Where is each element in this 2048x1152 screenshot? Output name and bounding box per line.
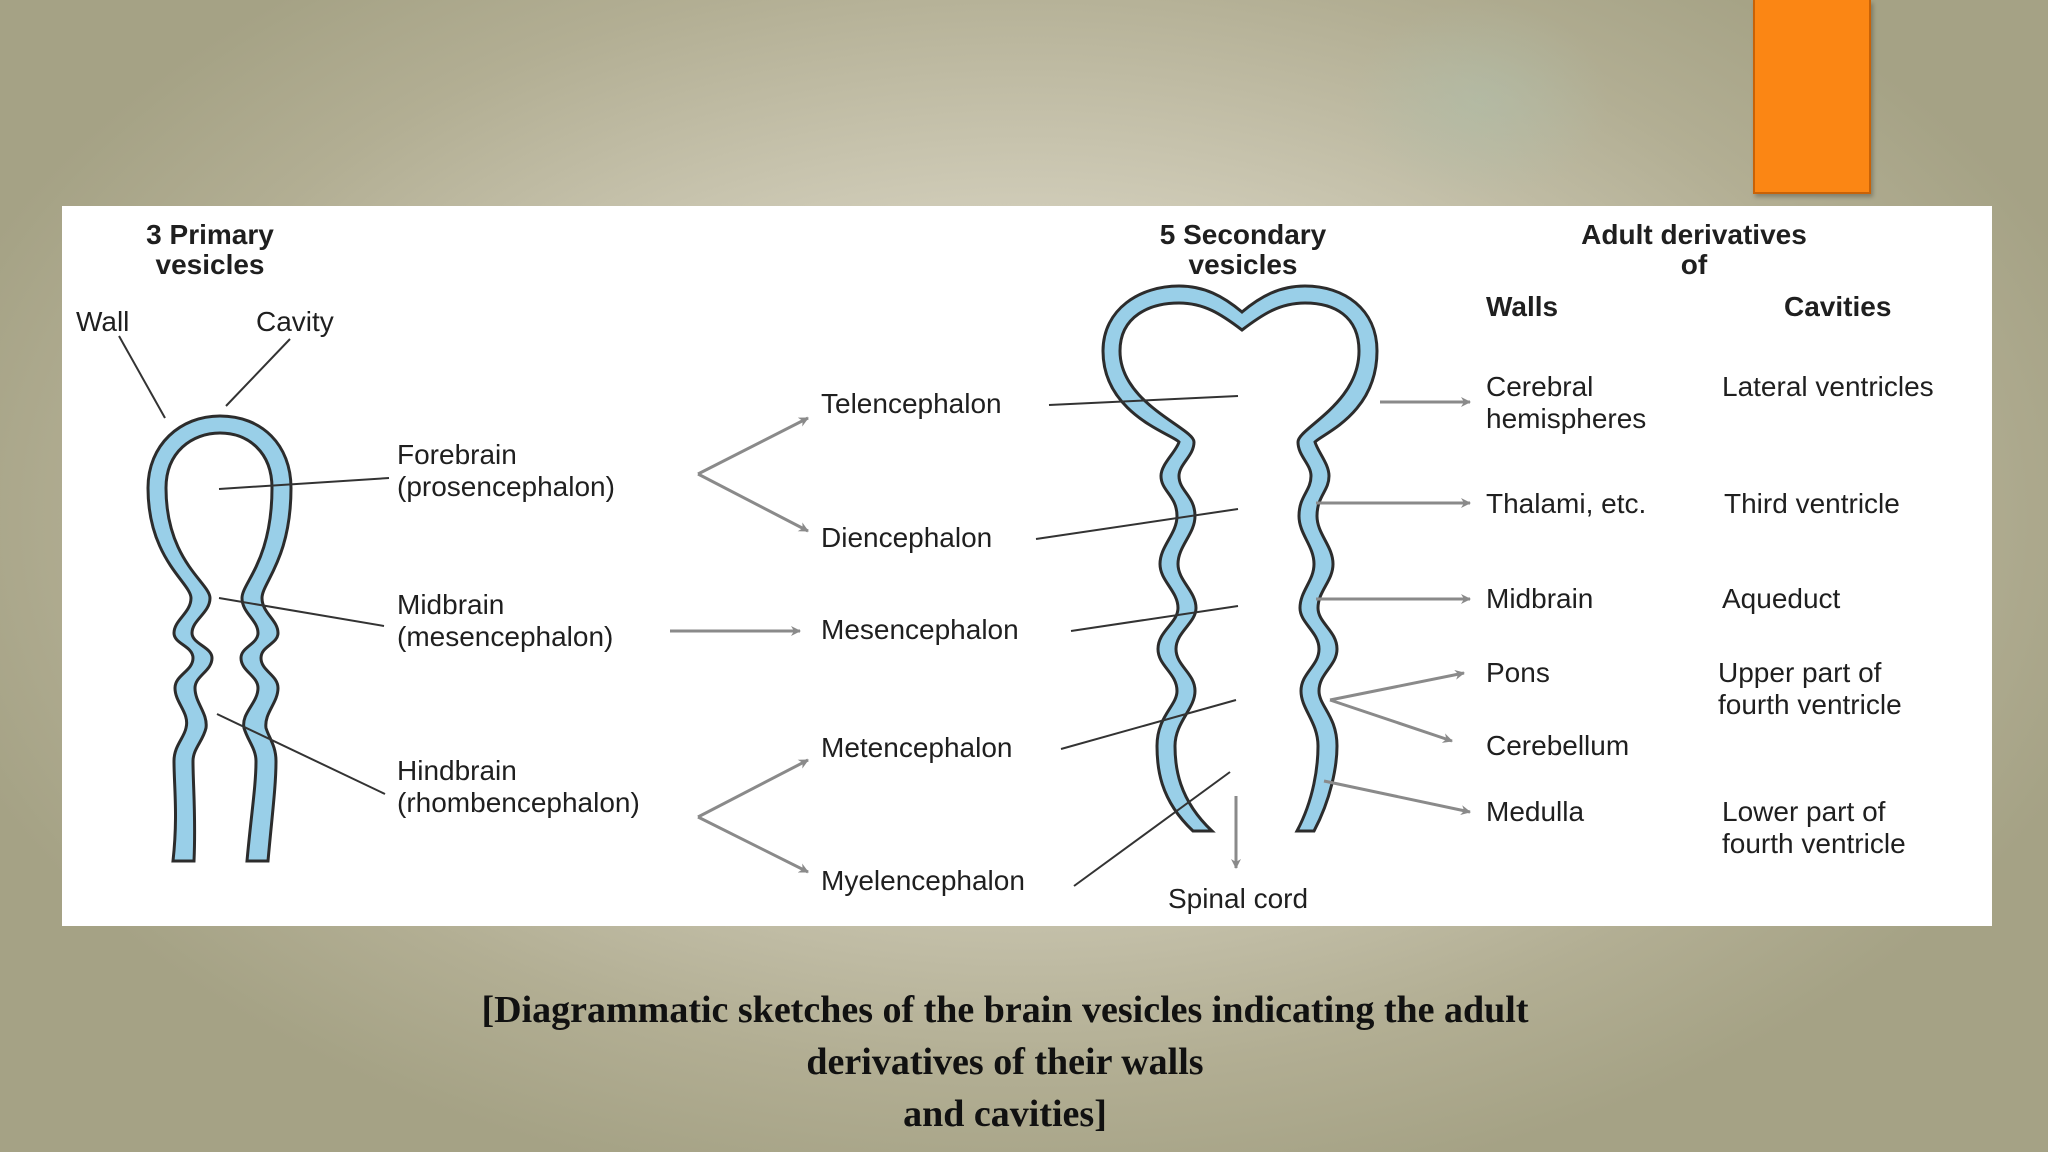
brain-vesicles-diagram: 3 Primary vesicles 5 Secondary vesicles … (76, 219, 1934, 914)
primary-header-line1: 3 Primary (146, 219, 274, 250)
lateral-ventricles-label: Lateral ventricles (1722, 371, 1934, 402)
diagram-panel: 3 Primary vesicles 5 Secondary vesicles … (62, 206, 1992, 926)
figure-caption: [Diagrammatic sketches of the brain vesi… (0, 984, 2010, 1140)
myelencephalon-leader-line (1073, 771, 1231, 887)
hindbrain-label-line2: (rhombencephalon) (397, 787, 640, 818)
arrow-hindbrain-myelencephalon (697, 815, 809, 874)
cerebellum-label: Cerebellum (1486, 730, 1629, 761)
wall-leader-line (118, 335, 166, 419)
medulla-label: Medulla (1486, 796, 1584, 827)
metencephalon-label: Metencephalon (821, 732, 1012, 763)
cavity-leader-line (225, 338, 291, 407)
arrow-cerebellum (1329, 698, 1453, 743)
arrow-pons (1329, 669, 1465, 702)
diencephalon-leader-line (1035, 508, 1239, 540)
cerebral-label-line1: Cerebral (1486, 371, 1593, 402)
diencephalon-label: Diencephalon (821, 522, 992, 553)
cavities-header: Cavities (1784, 291, 1891, 322)
upper-fourth-label-line1: Upper part of (1718, 657, 1882, 688)
primary-header-line2: vesicles (156, 249, 265, 280)
forebrain-leader-line (218, 477, 390, 490)
wall-label: Wall (76, 306, 129, 337)
secondary-header-line2: vesicles (1189, 249, 1298, 280)
third-ventricle-label: Third ventricle (1724, 488, 1900, 519)
telencephalon-leader-line (1048, 395, 1239, 406)
secondary-vesicle-tube (1101, 284, 1379, 833)
midbrain-label-line1: Midbrain (397, 589, 504, 620)
pons-label: Pons (1486, 657, 1550, 688)
caption-line-2: derivatives of their walls (806, 1041, 1204, 1083)
telencephalon-label: Telencephalon (821, 388, 1002, 419)
thalami-label: Thalami, etc. (1486, 488, 1646, 519)
caption-line-1: [Diagrammatic sketches of the brain vesi… (481, 989, 1529, 1031)
spinal-cord-label: Spinal cord (1168, 883, 1308, 914)
walls-header: Walls (1486, 291, 1558, 322)
secondary-header-line1: 5 Secondary (1160, 219, 1327, 250)
hindbrain-leader-line (216, 713, 386, 795)
lower-fourth-label-line1: Lower part of (1722, 796, 1886, 827)
arrow-forebrain-diencephalon (697, 472, 809, 533)
metencephalon-leader-line (1060, 699, 1237, 750)
mesencephalon-label: Mesencephalon (821, 614, 1019, 645)
arrow-hindbrain-metencephalon (697, 758, 809, 819)
hindbrain-label-line1: Hindbrain (397, 755, 517, 786)
cerebral-label-line2: hemispheres (1486, 403, 1646, 434)
accent-bar (1753, 0, 1871, 194)
myelencephalon-label: Myelencephalon (821, 865, 1025, 896)
adult-header-line2: of (1681, 249, 1708, 280)
midbrain-leader-line (218, 597, 385, 627)
caption-line-3: and cavities] (903, 1093, 1107, 1135)
aqueduct-label: Aqueduct (1722, 583, 1841, 614)
midbrain-wall-label: Midbrain (1486, 583, 1593, 614)
primary-vesicle-tube (146, 414, 293, 863)
cavity-label: Cavity (256, 306, 334, 337)
forebrain-label-line1: Forebrain (397, 439, 517, 470)
lower-fourth-label-line2: fourth ventricle (1722, 828, 1906, 859)
upper-fourth-label-line2: fourth ventricle (1718, 689, 1902, 720)
forebrain-label-line2: (prosencephalon) (397, 471, 615, 502)
background-glow (1350, 0, 1610, 200)
mesencephalon-leader-line (1070, 605, 1239, 632)
adult-header-line1: Adult derivatives (1581, 219, 1807, 250)
arrow-medulla (1323, 779, 1471, 816)
midbrain-label-line2: (mesencephalon) (397, 621, 613, 652)
arrow-forebrain-telencephalon (697, 416, 809, 476)
